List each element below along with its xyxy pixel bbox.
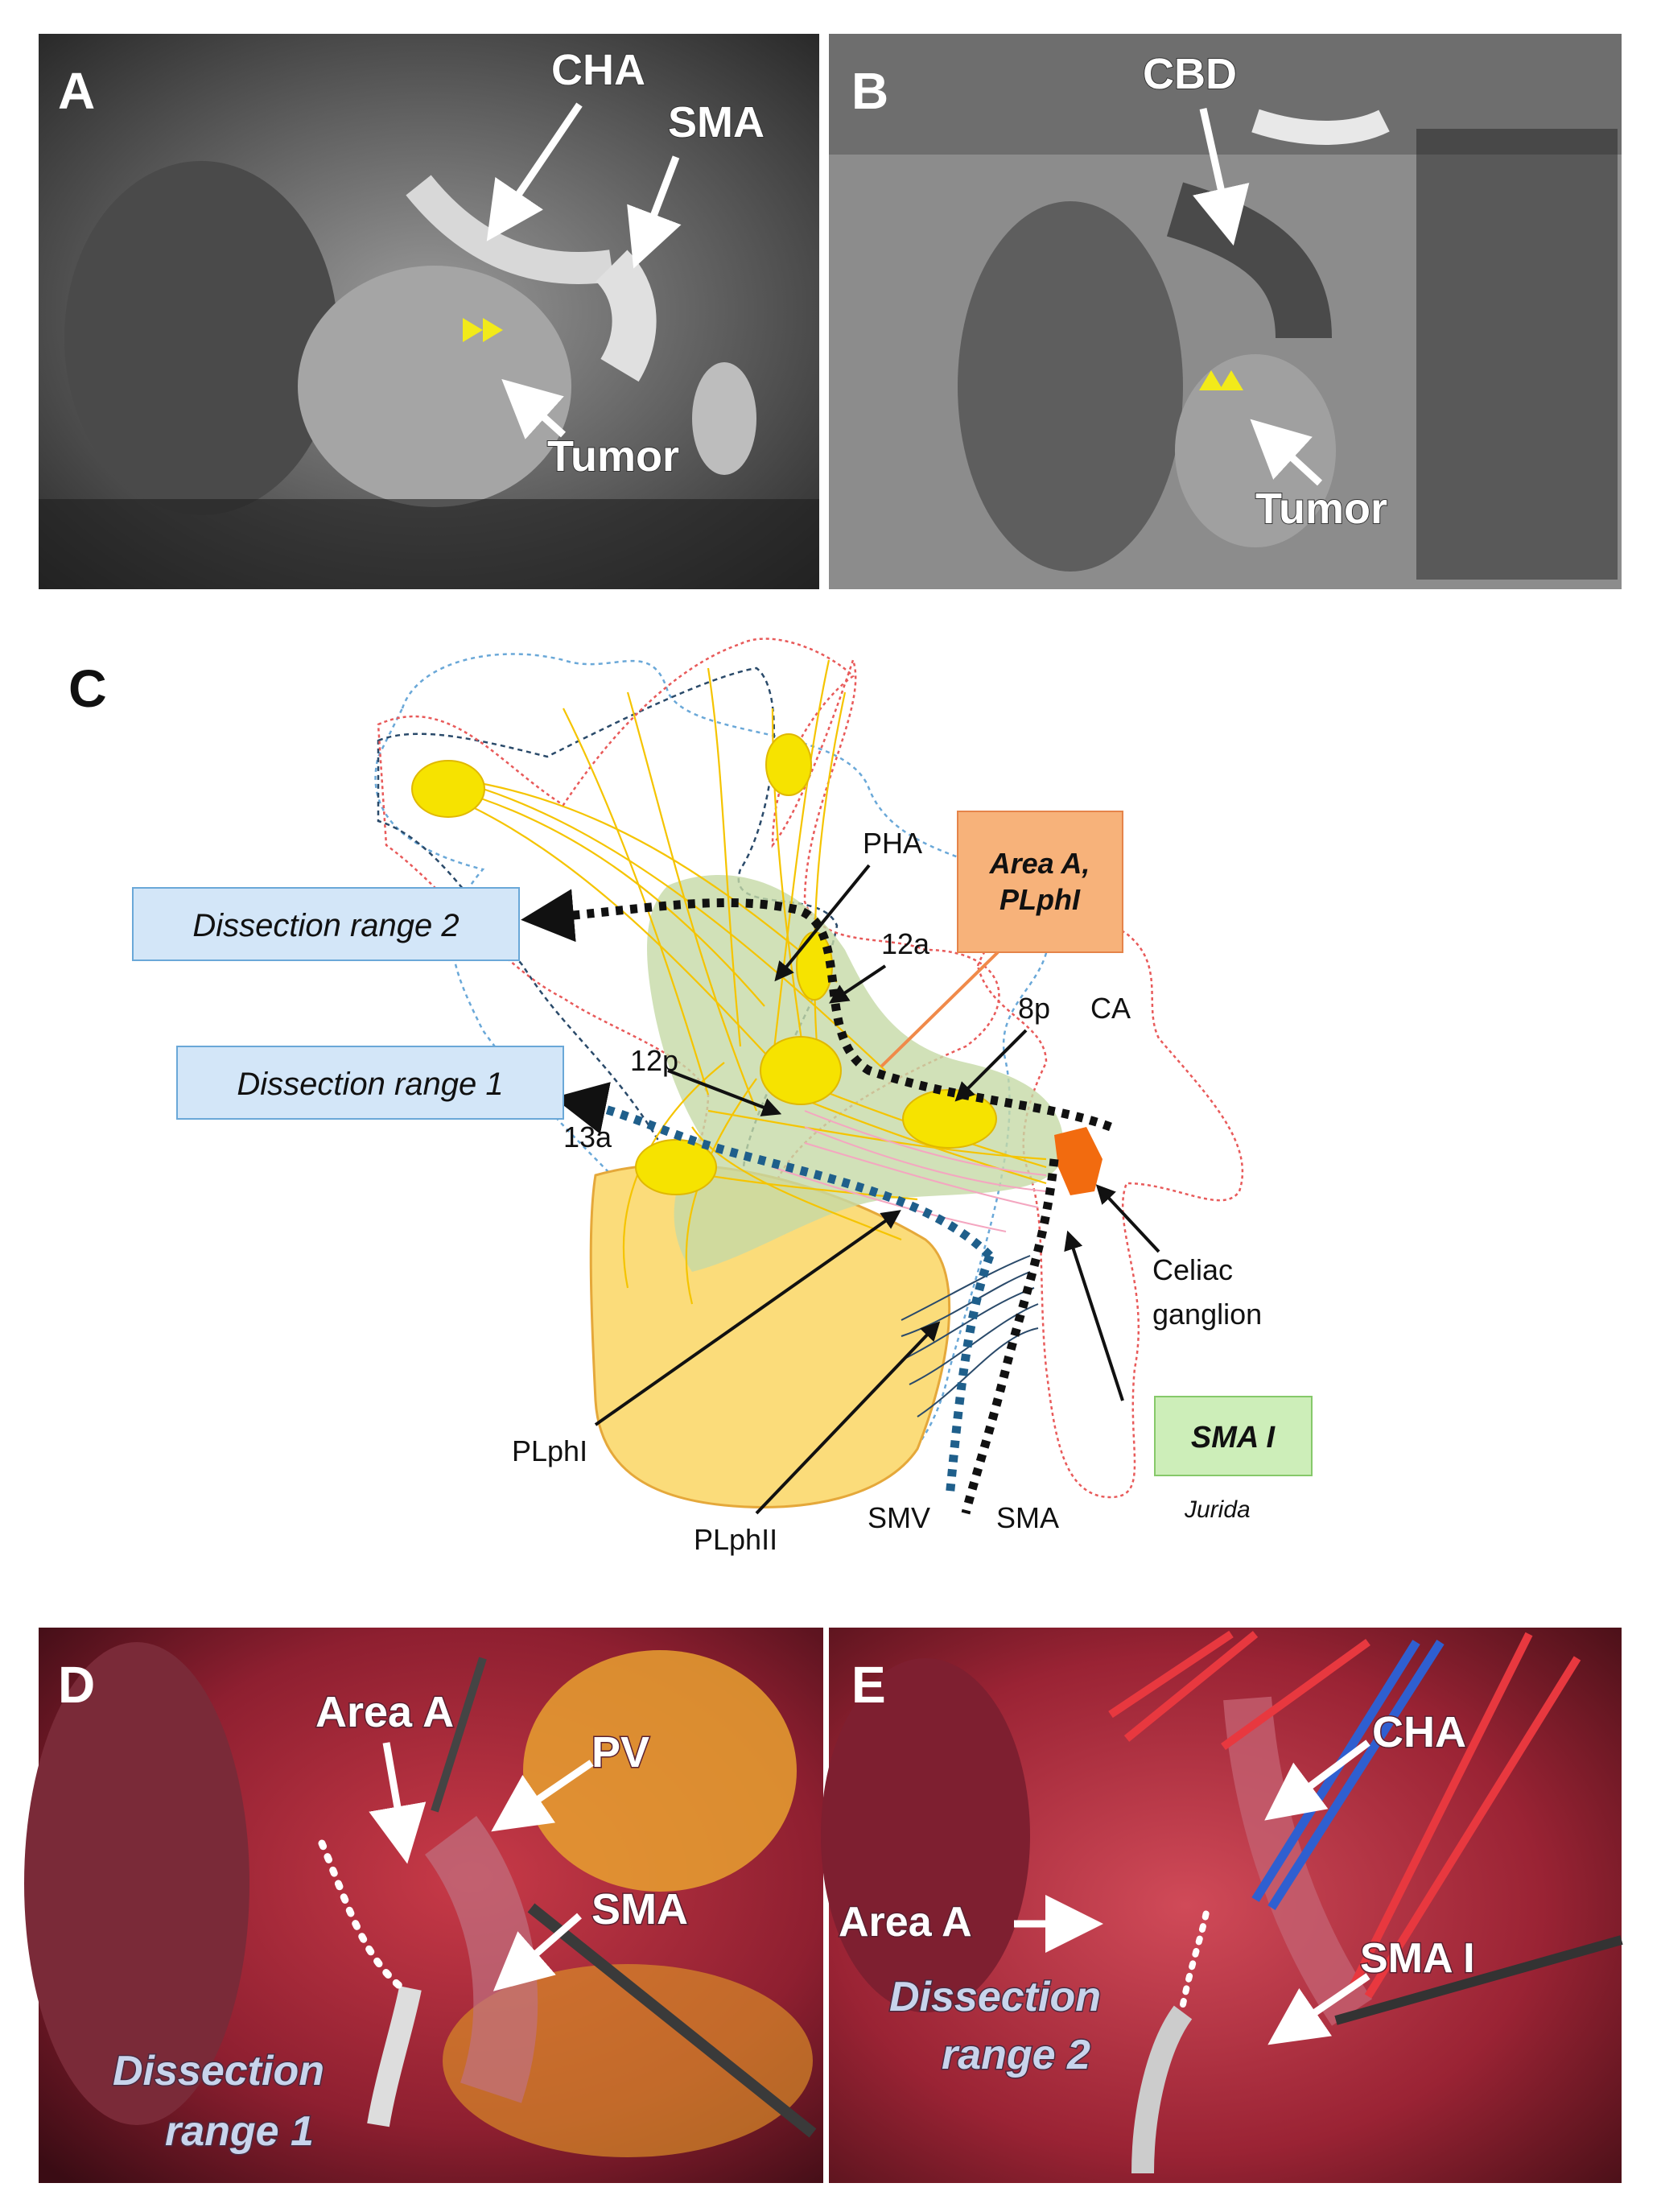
box-dissection-range-1: Dissection range 1 [176, 1046, 564, 1120]
photo-e-instrument [1334, 1935, 1623, 2025]
label-cha-a: CHA [551, 46, 645, 94]
celiac-ganglion [1054, 1127, 1103, 1195]
panel-e-letter: E [851, 1656, 886, 1714]
arrow-8p [954, 1029, 1028, 1102]
plph2-fibers [901, 1255, 1039, 1418]
panel-e: E CHA Area A SMA I Dissection range 2 [821, 1628, 1623, 2183]
panel-b: B CBD Tumor [829, 34, 1622, 589]
svg-text:Dissection range 2: Dissection range 2 [192, 908, 459, 943]
ct-shadow-a [39, 499, 819, 589]
label-sma: SMA [996, 1501, 1059, 1534]
ct-top-band-b [829, 34, 1622, 155]
arrow-area-a-d [369, 1742, 427, 1864]
panel-b-letter: B [851, 62, 888, 120]
arrow-tumor-b [1250, 419, 1323, 486]
yellow-arrowheads-a [463, 318, 503, 342]
label-13a: 13a [563, 1120, 612, 1153]
arrow-sma-i [1064, 1230, 1124, 1401]
photo-d-dissect-path [318, 1839, 406, 1992]
yellow-arrowheads-b [1199, 370, 1243, 390]
pink-fibers [772, 1110, 1047, 1232]
label-cbd-b: CBD [1143, 50, 1237, 98]
label-range2-line2: range 2 [942, 2032, 1090, 2078]
ct-pancreas-head-a [298, 266, 571, 507]
box-dissection-range-2: Dissection range 2 [132, 887, 520, 961]
arrow-12p [667, 1069, 782, 1116]
arrow-celiac [1095, 1184, 1160, 1253]
lymph-nodes [411, 733, 997, 1195]
label-pv-d: PV [591, 1728, 649, 1777]
label-8p: 8p [1018, 992, 1050, 1025]
arrow-cbd-b [1193, 108, 1250, 246]
label-range1-line1: Dissection [113, 2048, 324, 2094]
arrow-cha-a [486, 102, 583, 241]
arrow-plph1 [594, 1210, 901, 1426]
photo-e-dissect-path [1180, 1905, 1210, 2008]
photo-e-tissue [821, 1658, 1030, 2012]
photo-d-fat [523, 1650, 797, 1892]
label-ca: CA [1090, 992, 1131, 1025]
label-cha-e: CHA [1372, 1708, 1466, 1756]
box-area-a: Area A, PLphI [957, 811, 1123, 953]
photo-d-liver [24, 1642, 249, 2125]
ct-vessel-sma [595, 250, 657, 382]
label-area-a-e: Area A [839, 1899, 972, 1946]
label-range2-line1: Dissection [889, 1974, 1101, 2020]
panel-a: A CHA SMA Tumor [39, 34, 819, 589]
ct-vessel-round-a [692, 362, 756, 475]
arrow-12a [829, 964, 887, 1004]
arrow-plph2 [755, 1321, 941, 1515]
label-sma-d: SMA [591, 1885, 688, 1933]
label-plph1: PLphI [512, 1434, 587, 1467]
arrow-pha [774, 864, 871, 982]
svg-text:SMA I: SMA I [1191, 1421, 1276, 1455]
ct-vessel-cha [406, 175, 614, 285]
svg-text:PLphI: PLphI [999, 883, 1081, 916]
label-smv: SMV [868, 1501, 930, 1534]
label-sma-a: SMA [668, 98, 765, 147]
arrow-sma-d [493, 1913, 582, 1991]
label-sma-i-e: SMA I [1360, 1935, 1475, 1982]
label-celiac: Celiac [1152, 1253, 1233, 1286]
label-12a: 12a [881, 927, 930, 960]
ct-duodenum-b [958, 201, 1183, 572]
dissection-line-blue [579, 1103, 995, 1498]
signature: Jurida [1184, 1496, 1251, 1523]
svg-text:Area A,: Area A, [989, 847, 1090, 880]
photo-e-device [1131, 2005, 1193, 2174]
area-a-green [647, 874, 1064, 1272]
outline-red-dotted [377, 638, 1000, 1277]
dissection-line-black-lower [961, 1158, 1059, 1515]
ct-right-dark-b [1416, 129, 1618, 580]
photo-e-red-loops [1108, 1630, 1581, 1999]
panel-d-letter: D [58, 1656, 95, 1714]
photo-d-instrument-2 [527, 1903, 817, 2138]
area-a-pointer [880, 951, 999, 1068]
svg-text:Dissection range 1: Dissection range 1 [237, 1067, 503, 1102]
arrow-sma-a [627, 155, 682, 269]
panel-d: D Area A PV SMA Dissection range 1 [24, 1628, 823, 2183]
label-area-a-d: Area A [315, 1688, 454, 1736]
label-ganglion: ganglion [1152, 1298, 1262, 1331]
arrow-tumor-a [501, 378, 567, 440]
ct-vessel-b [1251, 109, 1390, 145]
panel-a-letter: A [58, 62, 95, 120]
ct-gallbladder-a [64, 161, 338, 515]
panel-c-letter: C [68, 658, 107, 718]
arrow-sma-i-e [1267, 1973, 1370, 2045]
label-tumor-a: Tumor [547, 432, 679, 481]
arrow-pv-d [491, 1760, 594, 1832]
photo-d-instrument-1 [431, 1657, 487, 1813]
label-tumor-b: Tumor [1255, 485, 1387, 533]
label-range1-line2: range 1 [165, 2108, 314, 2155]
label-pha: PHA [863, 827, 922, 860]
box-sma-i: SMA I [1154, 1396, 1313, 1476]
label-plph2: PLphII [694, 1523, 777, 1556]
panel-c: C [68, 638, 1313, 1556]
photo-d-device [367, 1986, 422, 2127]
arrow-cha-e [1264, 1739, 1370, 1821]
